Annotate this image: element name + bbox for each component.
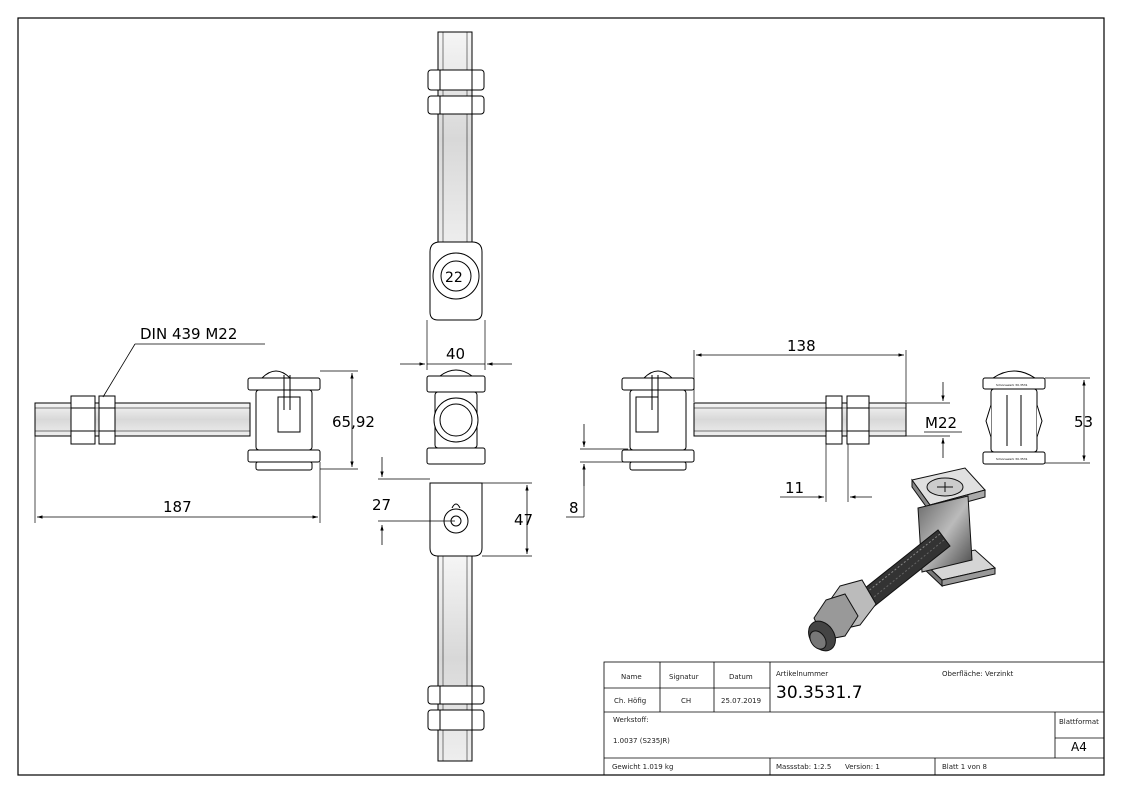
label-22: 22: [445, 270, 463, 286]
title-block-frame: [603, 661, 1105, 776]
gewicht: Gewicht 1.019 kg: [612, 763, 674, 771]
massstab: Massstab: 1:2.5: [776, 763, 832, 771]
label-plate-text-top: Simonswerk 30.3531: [996, 383, 1028, 387]
dim-27: 27: [372, 496, 391, 514]
oberflaeche-label: Oberfläche: Verzinkt: [942, 670, 1014, 678]
dim-40: 40: [446, 345, 465, 363]
isometric-render: [808, 467, 997, 652]
dim-m22: M22: [925, 414, 957, 432]
center-front-view: 22: [426, 31, 486, 762]
header-datum: Datum: [729, 673, 753, 681]
blattformat-label: Blattformat: [1059, 718, 1099, 726]
end-view: [982, 370, 1046, 465]
value-signatur: CH: [681, 697, 692, 705]
dim-187: 187: [163, 498, 192, 516]
version: Version: 1: [845, 763, 880, 771]
label-plate-text-bottom: Simonswerk 30.3531: [996, 457, 1028, 461]
left-side-view: [34, 370, 321, 471]
header-name: Name: [621, 673, 642, 681]
dim-65-92: 65,92: [332, 413, 375, 431]
dim-11: 11: [785, 479, 804, 497]
artikelnummer-label: Artikelnummer: [776, 670, 829, 678]
dim-138: 138: [787, 337, 816, 355]
sheet-border: [17, 17, 1105, 776]
header-signatur: Signatur: [669, 673, 699, 681]
werkstoff-label: Werkstoff:: [613, 716, 649, 724]
din-label: DIN 439 M22: [140, 325, 237, 343]
value-name: Ch. Höfig: [614, 697, 647, 705]
dim-53: 53: [1074, 413, 1093, 431]
right-side-view: [621, 370, 907, 471]
blattformat-value: A4: [1071, 740, 1087, 754]
dim-47: 47: [514, 511, 533, 529]
artikelnummer-value: 30.3531.7: [776, 683, 863, 703]
blatt: Blatt 1 von 8: [942, 763, 987, 771]
value-datum: 25.07.2019: [721, 697, 762, 705]
werkstoff-value: 1.0037 (S235JR): [613, 737, 670, 745]
dim-8: 8: [569, 499, 579, 517]
